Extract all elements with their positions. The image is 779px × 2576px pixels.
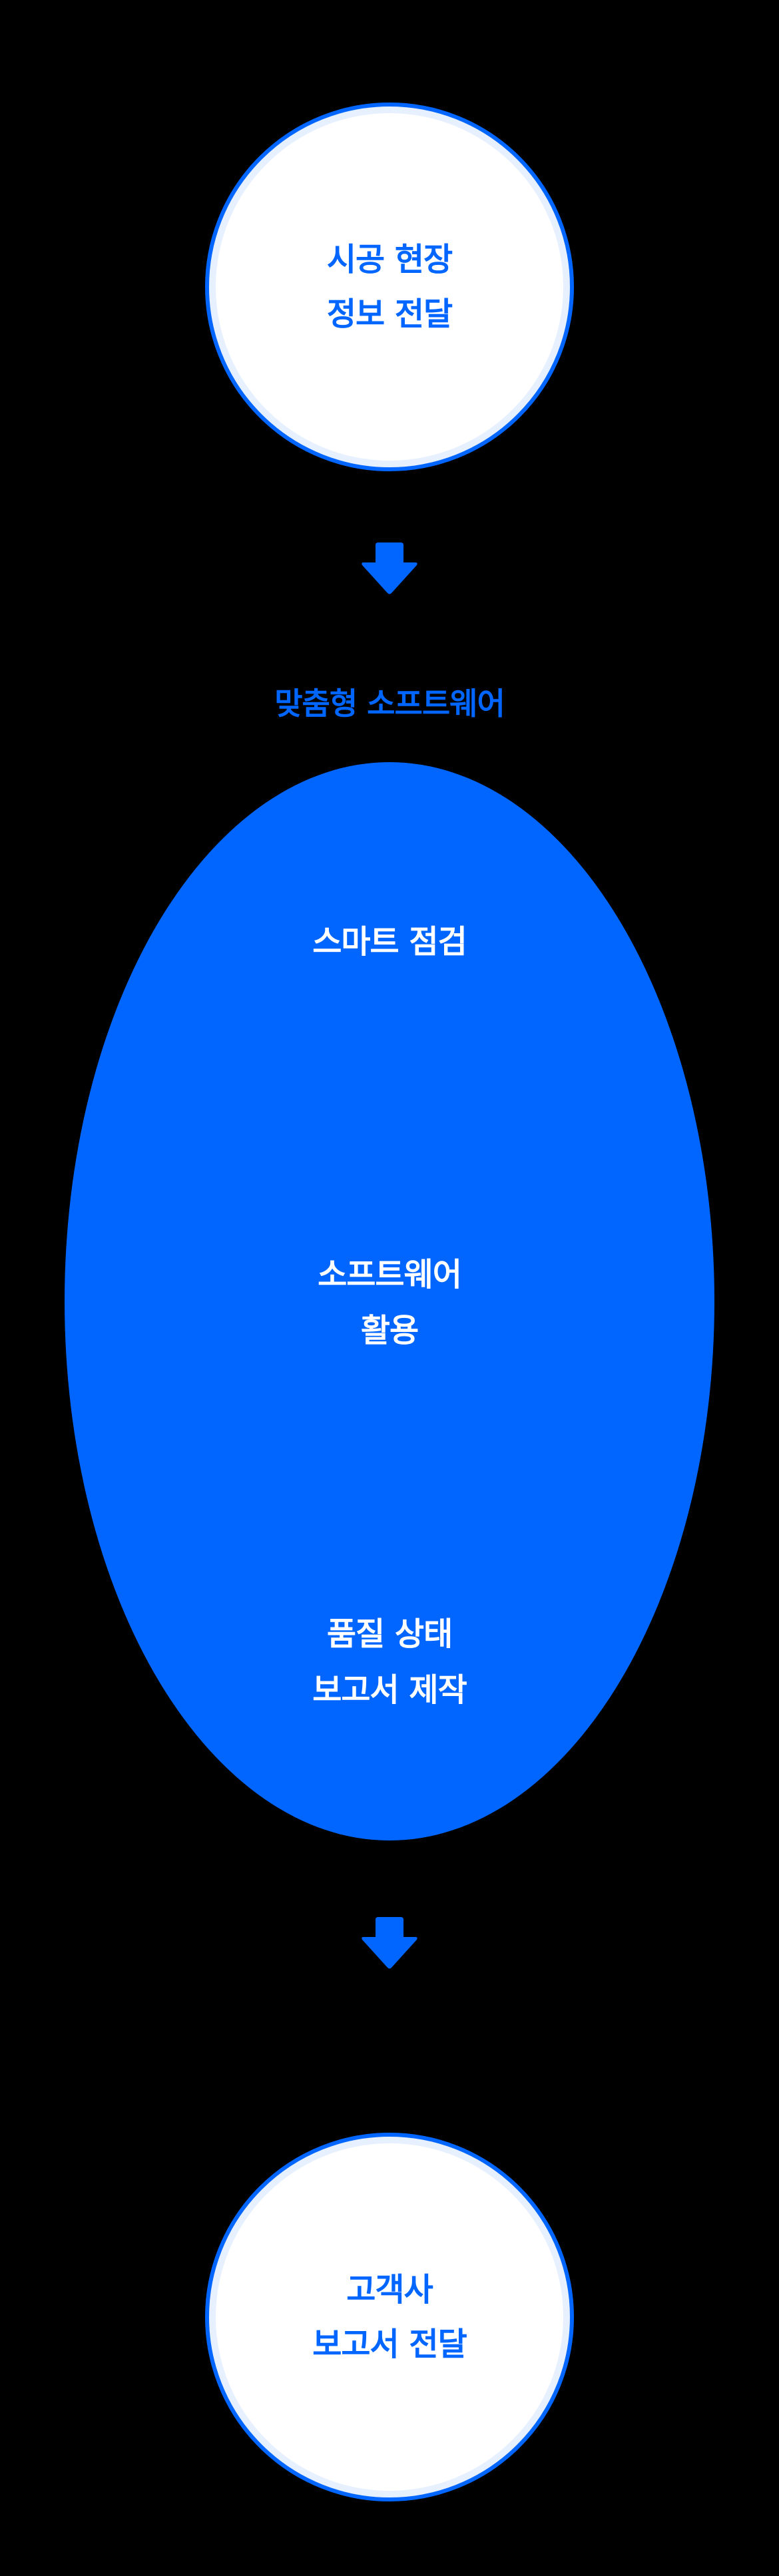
arrow-down-icon [362,542,417,594]
step-2-line-2: 활용 [360,1312,419,1349]
start-node-line-2: 정보 전달 [326,296,453,333]
start-node-site-info: 시공 현장 정보 전달 [205,103,574,471]
step-smart-inspection: 스마트 점검 [0,914,779,970]
step-2-line-1: 소프트웨어 [318,1256,462,1293]
step-software-usage: 소프트웨어 활용 [0,1247,779,1359]
step-3-line-1: 품질 상태 [326,1615,453,1653]
start-node-line-1: 시공 현장 [326,241,453,278]
end-node-client-report: 고객사 보고서 전달 [205,2133,574,2501]
step-1-line-1: 스마트 점검 [312,923,467,961]
step-quality-report: 품질 상태 보고서 제작 [0,1606,779,1718]
step-3-line-2: 보고서 제작 [312,1671,467,1709]
custom-software-label: 맞춤형 소프트웨어 [274,686,505,722]
software-process-ellipse [65,762,714,1840]
arrow-down-icon [362,1917,417,1969]
end-node-line-1: 고객사 [346,2271,433,2308]
end-node-line-2: 보고서 전달 [312,2326,467,2363]
